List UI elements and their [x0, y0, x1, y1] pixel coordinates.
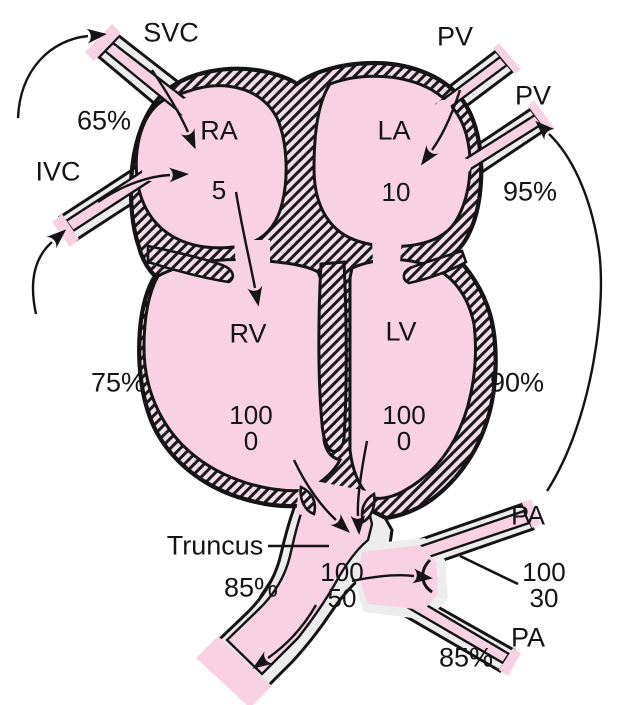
lv-diastolic: 0: [396, 426, 412, 456]
chamber-lumens: [134, 74, 477, 500]
arrow-lv-to-truncus: [350, 440, 369, 535]
rv-label: RV: [229, 318, 267, 349]
aorta-cut-end: [196, 636, 272, 705]
valve-leaflets: [146, 244, 468, 524]
arrow-into-svc: [16, 28, 107, 119]
lv-label: LV: [385, 316, 417, 347]
lv-systolic: 100: [382, 400, 426, 430]
truncus-lumen: [225, 488, 374, 676]
truncal-cusp-left: [299, 485, 317, 516]
arrow-truncus-to-aorta: [252, 604, 318, 669]
pa-systolic: 100: [522, 557, 566, 587]
rv-pressure: 100 0: [229, 402, 272, 454]
pa-saturation: 85%: [438, 642, 494, 673]
pv-upper-label: PV: [436, 21, 474, 52]
lv-pressure: 100 0: [382, 402, 425, 454]
mitral-opening: [372, 238, 402, 288]
truncus-diastolic: 50: [327, 583, 357, 613]
pa-pressure: 100 30: [522, 559, 565, 611]
arrow-ra-to-rv: [234, 191, 263, 307]
pa-pressure-pointer-line: [459, 554, 519, 586]
truncus-label: Truncus: [166, 530, 264, 561]
flow-arrows: [16, 28, 603, 669]
truncus-systolic: 100: [320, 557, 364, 587]
arrow-ivc-to-ra: [97, 167, 189, 203]
svc-saturation: 65%: [76, 105, 132, 136]
pa-diastolic: 30: [529, 583, 559, 613]
lv-saturation: 90%: [489, 367, 545, 398]
pointer-lines: [268, 544, 519, 586]
tricuspid-opening: [234, 240, 270, 290]
ra-pressure: 5: [212, 177, 226, 203]
arrow-into-ivc: [31, 229, 67, 315]
truncus-pressure: 100 50: [320, 559, 363, 611]
ventricular-septum: [317, 260, 348, 453]
arrow-pa-to-pv: [535, 120, 603, 492]
arrow-svc-to-ra: [151, 69, 196, 150]
ra-mean-pressure: 5: [211, 175, 227, 205]
ivc-label: IVC: [35, 156, 81, 187]
rv-systolic: 100: [229, 400, 273, 430]
la-chamber: [312, 74, 472, 248]
rv-diastolic: 0: [243, 426, 259, 456]
pv-lower-label: PV: [514, 80, 552, 111]
la-label: LA: [377, 115, 411, 146]
flow-openings: [52, 24, 554, 705]
pa-upper-label: PA: [510, 500, 546, 531]
arrow-truncus-to-pa: [351, 568, 433, 584]
arrow-rv-to-truncus: [292, 459, 350, 533]
ra-chamber: [134, 84, 288, 250]
tricuspid-leaflet: [146, 244, 235, 284]
pv-saturation: 95%: [502, 176, 558, 207]
rv-saturation: 75%: [90, 367, 146, 398]
pa-lower-label: PA: [510, 622, 546, 653]
arrow-pv-to-la: [420, 89, 462, 166]
mitral-leaflet: [402, 249, 468, 285]
ra-label: RA: [200, 115, 238, 146]
truncus-saturation: 85%: [223, 572, 279, 603]
la-mean-pressure: 10: [381, 177, 411, 207]
svc-label: SVC: [143, 17, 199, 48]
la-pressure: 10: [382, 179, 411, 205]
